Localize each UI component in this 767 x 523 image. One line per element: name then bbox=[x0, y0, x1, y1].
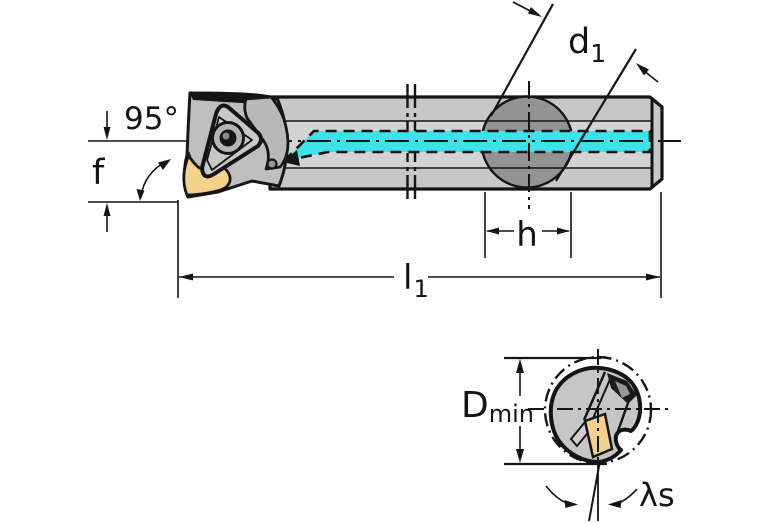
section-clamp-wedge-face bbox=[615, 381, 630, 398]
clamp-edge-line bbox=[616, 402, 630, 432]
lambda-arrowhead-right bbox=[608, 500, 622, 508]
coolant-channel-fill bbox=[284, 131, 650, 161]
d1-arrowhead-right bbox=[636, 63, 649, 76]
dimension-d1: d1 bbox=[490, 1, 659, 182]
cross-section-view: Dmin λs bbox=[461, 349, 675, 522]
h-arrowhead-right bbox=[557, 227, 570, 235]
angle-lambda-s: λs bbox=[545, 476, 675, 514]
label-f: f bbox=[92, 153, 105, 193]
d1-tangent-line-left bbox=[490, 3, 554, 117]
boring-bar-side-view: f 95° d1 h bbox=[88, 1, 681, 303]
clamp-screw bbox=[266, 158, 278, 170]
d1-arrowhead-left bbox=[528, 7, 542, 17]
tool-head bbox=[182, 91, 290, 199]
angle-95-annotation: 95° bbox=[124, 101, 179, 201]
coolant-outlet-tip bbox=[283, 150, 300, 166]
label-lambda-s: λs bbox=[639, 476, 675, 514]
angle-95-arrowhead-upper bbox=[158, 159, 171, 170]
lambda-arrowhead-left bbox=[564, 500, 578, 508]
dmin-arrowhead-bottom bbox=[516, 449, 524, 463]
f-lower-arrowhead bbox=[103, 203, 111, 216]
lambda-inclined-line bbox=[588, 460, 601, 522]
break-lines bbox=[406, 84, 417, 199]
dimension-dmin: Dmin bbox=[461, 356, 607, 466]
insert-screw-highlight bbox=[222, 132, 230, 140]
dimension-f: f bbox=[88, 111, 178, 232]
label-h: h bbox=[516, 215, 538, 255]
label-dmin: Dmin bbox=[461, 385, 534, 428]
f-upper-arrowhead bbox=[103, 127, 111, 140]
label-95deg: 95° bbox=[124, 101, 179, 137]
angle-95-arrowhead-lower bbox=[136, 189, 145, 201]
h-arrowhead-left bbox=[486, 227, 499, 235]
label-d1: d1 bbox=[568, 22, 606, 68]
l1-arrowhead-right bbox=[646, 273, 660, 281]
dmin-arrowhead-top bbox=[516, 359, 524, 373]
dimension-h: h bbox=[484, 192, 572, 258]
label-l1: l1 bbox=[403, 258, 429, 303]
pocket-edge-line bbox=[582, 371, 607, 421]
l1-arrowhead-left bbox=[179, 273, 193, 281]
d1-tangent-line-right bbox=[555, 48, 637, 182]
dimension-l1: l1 bbox=[177, 192, 662, 303]
pocket-edge-line-2 bbox=[590, 376, 612, 424]
